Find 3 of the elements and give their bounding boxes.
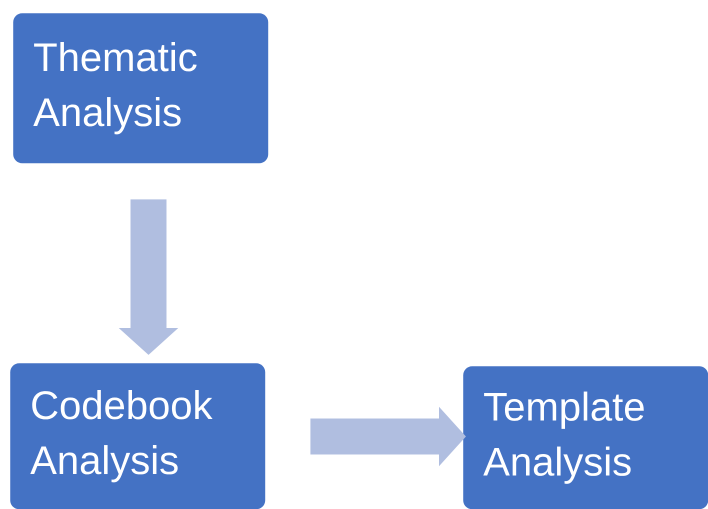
process-box: Template Analysis [463,366,708,509]
process-box: Codebook Analysis [10,363,266,509]
process-box: Thematic Analysis [13,13,268,164]
